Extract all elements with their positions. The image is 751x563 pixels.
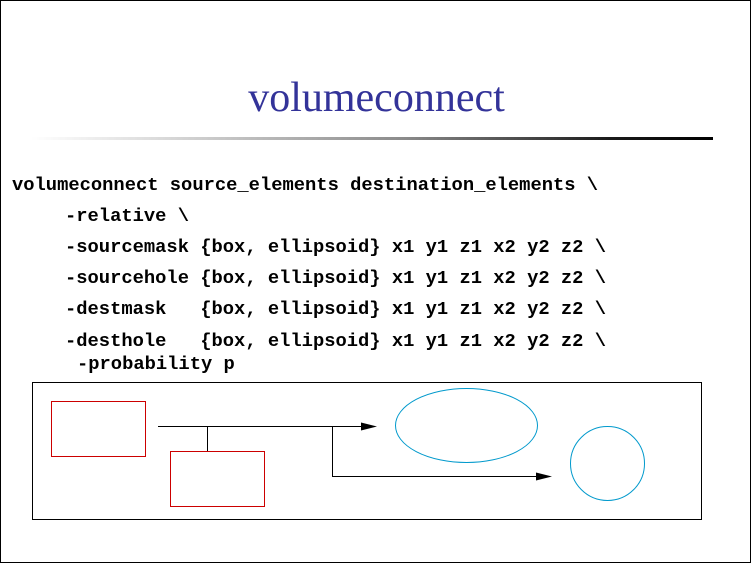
code-line-relative: -relative \ — [65, 205, 189, 227]
arrowhead-dest-hole — [536, 472, 552, 481]
title-divider — [31, 137, 713, 140]
code-line-command: volumeconnect source_elements destinatio… — [12, 174, 599, 196]
slide-title: volumeconnect — [248, 75, 505, 121]
arrowhead-dest-mask — [361, 422, 377, 431]
diagram-frame — [32, 382, 702, 520]
code-line-destmask: -destmask {box, ellipsoid} x1 y1 z1 x2 y… — [65, 298, 606, 320]
code-line-sourcemask: -sourcemask {box, ellipsoid} x1 y1 z1 x2… — [65, 236, 606, 258]
code-line-sourcehole: -sourcehole {box, ellipsoid} x1 y1 z1 x2… — [65, 267, 606, 289]
code-line-probability: -probability p — [77, 353, 235, 375]
source-hole-box — [170, 451, 265, 507]
dest-hole-ellipsoid — [570, 426, 645, 501]
connection-diagram — [32, 382, 702, 520]
dest-mask-ellipsoid — [395, 388, 538, 463]
code-line-desthole: -desthole {box, ellipsoid} x1 y1 z1 x2 y… — [65, 330, 606, 352]
source-box — [51, 401, 146, 457]
